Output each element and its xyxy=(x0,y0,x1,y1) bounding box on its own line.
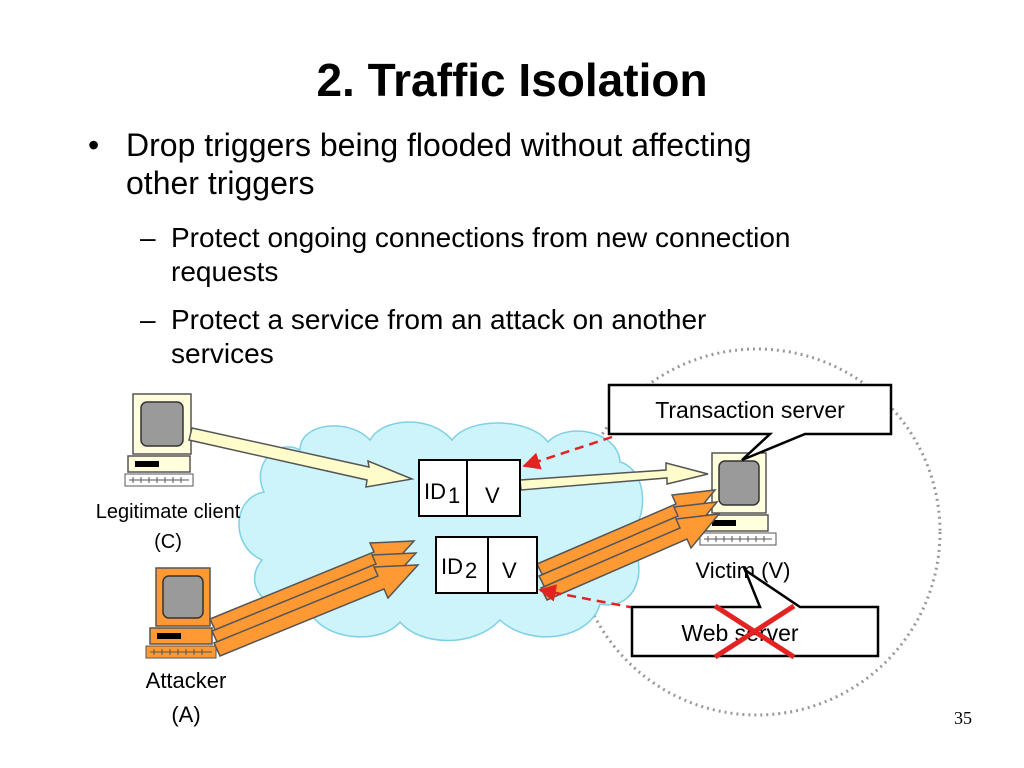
attacker-label-line2: (A) xyxy=(171,702,200,727)
bullet-line: Drop triggers being flooded without affe… xyxy=(126,127,752,163)
cross-mark-icon xyxy=(713,603,796,660)
attack-arrows-trigger2-to-victim xyxy=(535,489,721,601)
trigger-1-target: V xyxy=(485,483,500,508)
dashed-arrow-web-to-trigger2 xyxy=(538,584,636,610)
trigger-2-id: ID xyxy=(441,554,463,579)
legit-client-computer-icon xyxy=(124,393,194,487)
transaction-server-label: Transaction server xyxy=(655,397,845,423)
dashed-arrow-transaction-to-trigger1 xyxy=(522,435,613,470)
attacker-computer-icon xyxy=(145,567,217,659)
sub-bullet-line: Protect ongoing connections from new con… xyxy=(171,222,791,253)
web-server-callout: Web server xyxy=(630,566,880,658)
server-boundary-circle xyxy=(572,347,942,717)
trigger-1-id: ID xyxy=(424,479,446,504)
victim-computer-icon xyxy=(699,452,777,546)
slide-title: 2. Traffic Isolation xyxy=(316,54,708,106)
legit-arrow-trigger1-to-victim xyxy=(519,462,709,491)
legit-client-label-line1: Legitimate client xyxy=(96,501,241,523)
attacker-label-line1: Attacker xyxy=(146,668,227,693)
trigger-2-id-subscript: 2 xyxy=(465,558,477,583)
victim-label: Victim (V) xyxy=(696,558,791,583)
sub-bullet-marker: – xyxy=(140,222,156,253)
bullet-line: other triggers xyxy=(126,165,315,201)
trigger-1-box: ID 1 V xyxy=(418,459,521,517)
trigger-1-id-subscript: 1 xyxy=(448,483,460,508)
sub-bullet-line: Protect a service from an attack on anot… xyxy=(171,304,707,335)
sub-bullet-line: services xyxy=(171,338,274,369)
page-number: 35 xyxy=(954,708,972,728)
bullet-marker: • xyxy=(88,127,100,163)
legit-client-label-line2: (C) xyxy=(154,531,182,553)
transaction-server-callout: Transaction server xyxy=(607,383,893,462)
sub-bullet-line: requests xyxy=(171,256,279,287)
attack-arrows-attacker-to-trigger2 xyxy=(208,540,420,657)
sub-bullet-marker: – xyxy=(140,304,156,335)
trigger-2-target: V xyxy=(502,558,517,583)
trigger-2-box: ID 2 V xyxy=(435,536,538,594)
legit-arrow-client-to-trigger1 xyxy=(188,427,415,488)
